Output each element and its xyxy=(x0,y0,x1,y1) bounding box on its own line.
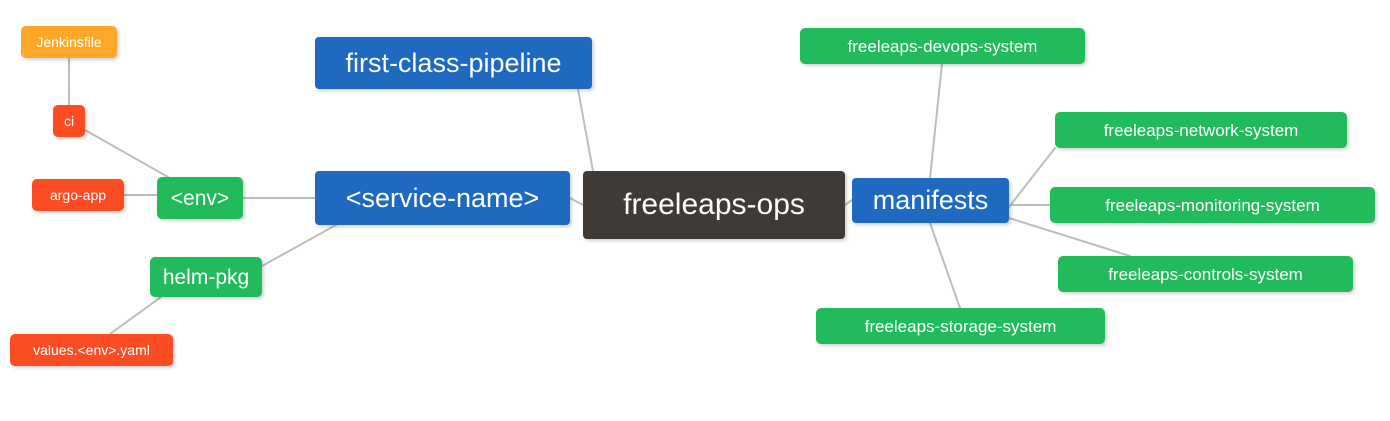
mindmap-node-label-ci: ci xyxy=(63,113,75,129)
mindmap-node-argo-app[interactable]: argo-app xyxy=(32,179,124,211)
mindmap-node-label-argo-app: argo-app xyxy=(49,187,107,203)
edge-manifests-to-devops-system xyxy=(929,63,943,179)
mindmap-node-label-jenkinsfile: Jenkinsfile xyxy=(36,34,102,50)
edge-env-to-ci xyxy=(84,129,169,178)
mindmap-node-manifests[interactable]: manifests xyxy=(852,178,1009,223)
mindmap-node-label-env: <env> xyxy=(170,186,230,210)
edge-service-name-to-helm-pkg xyxy=(261,224,337,267)
mindmap-node-label-network-system: freeleaps-network-system xyxy=(1103,120,1299,140)
edge-manifests-to-storage-system xyxy=(929,222,961,309)
mindmap-node-label-helm-pkg: helm-pkg xyxy=(162,265,250,289)
mindmap-node-label-storage-system: freeleaps-storage-system xyxy=(864,316,1057,336)
mindmap-node-controls-system[interactable]: freeleaps-controls-system xyxy=(1058,256,1353,292)
mindmap-node-label-devops-system: freeleaps-devops-system xyxy=(847,36,1038,56)
mindmap-node-devops-system[interactable]: freeleaps-devops-system xyxy=(800,28,1085,64)
mindmap-node-label-first-class: first-class-pipeline xyxy=(345,47,562,78)
edge-root-to-manifests xyxy=(844,199,853,206)
mindmap-node-helm-pkg[interactable]: helm-pkg xyxy=(150,257,262,297)
mindmap-node-label-service-name: <service-name> xyxy=(345,182,540,213)
edge-manifests-to-controls-system xyxy=(1008,217,1131,257)
mindmap-node-label-monitoring-system: freeleaps-monitoring-system xyxy=(1105,195,1320,215)
mindmap-node-service-name[interactable]: <service-name> xyxy=(315,171,570,225)
mindmap-node-first-class[interactable]: first-class-pipeline xyxy=(315,37,592,89)
mindmap-node-label-manifests: manifests xyxy=(872,185,989,215)
edge-manifests-to-network-system xyxy=(1008,147,1056,208)
mindmap-node-root[interactable]: freeleaps-ops xyxy=(583,171,845,239)
mindmap-node-env[interactable]: <env> xyxy=(157,177,243,219)
mindmap-node-label-values-yaml: values.<env>.yaml xyxy=(33,342,150,358)
mindmap-node-storage-system[interactable]: freeleaps-storage-system xyxy=(816,308,1105,344)
mindmap-node-label-root: freeleaps-ops xyxy=(623,188,805,221)
edge-first-class-to-root xyxy=(577,88,594,172)
edge-root-to-service-name xyxy=(569,197,584,206)
mindmap-node-jenkinsfile[interactable]: Jenkinsfile xyxy=(21,26,117,58)
mindmap-node-monitoring-system[interactable]: freeleaps-monitoring-system xyxy=(1050,187,1375,223)
mindmap-node-ci[interactable]: ci xyxy=(53,105,85,137)
mindmap-node-label-controls-system: freeleaps-controls-system xyxy=(1108,264,1303,284)
edge-helm-pkg-to-values-yaml xyxy=(109,296,162,335)
mindmap-node-network-system[interactable]: freeleaps-network-system xyxy=(1055,112,1347,148)
mindmap-node-values-yaml[interactable]: values.<env>.yaml xyxy=(10,334,173,366)
